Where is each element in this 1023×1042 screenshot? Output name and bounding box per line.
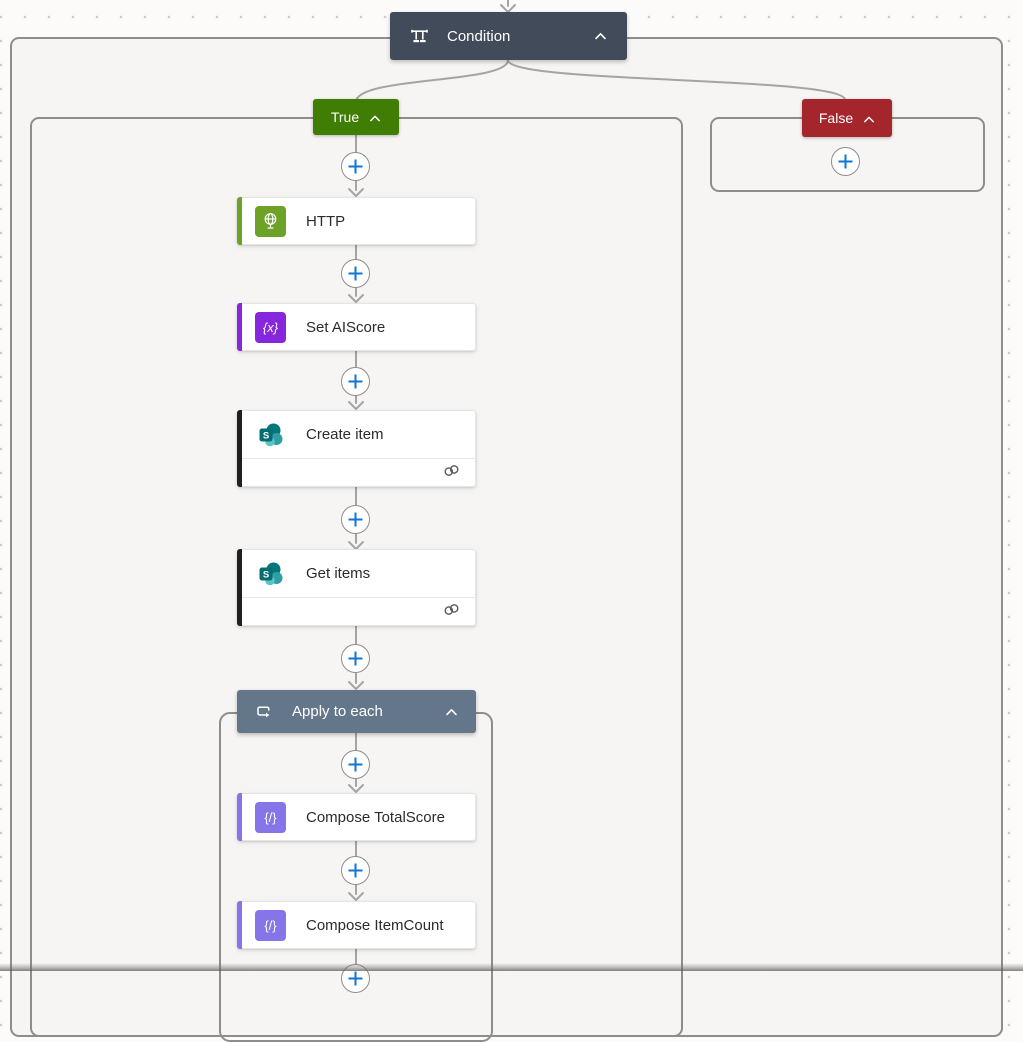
action-label: Compose TotalScore bbox=[306, 809, 445, 826]
variable-icon: {x} bbox=[255, 312, 286, 343]
add-step-button[interactable] bbox=[341, 750, 370, 779]
action-label: Compose ItemCount bbox=[306, 917, 444, 934]
false-branch-badge[interactable]: False bbox=[802, 99, 892, 137]
add-step-button[interactable] bbox=[341, 505, 370, 534]
connection-link-icon bbox=[442, 464, 461, 482]
accent-stripe bbox=[237, 303, 242, 351]
sharepoint-icon: S bbox=[255, 558, 286, 589]
action-label: Create item bbox=[306, 426, 384, 443]
true-branch-badge[interactable]: True bbox=[313, 99, 399, 135]
compose-icon: {/} bbox=[255, 802, 286, 833]
action-card-set-aiscore[interactable]: {x} Set AIScore bbox=[237, 303, 476, 351]
action-card-get-items[interactable]: S Get items bbox=[237, 549, 476, 626]
chevron-up-icon[interactable] bbox=[369, 109, 381, 125]
condition-scope-container bbox=[10, 37, 1003, 1037]
condition-node[interactable]: Condition bbox=[390, 12, 627, 60]
add-step-button[interactable] bbox=[341, 644, 370, 673]
add-step-button-false-branch[interactable] bbox=[831, 147, 860, 176]
add-step-button[interactable] bbox=[341, 259, 370, 288]
svg-text:S: S bbox=[262, 569, 268, 580]
connection-link-icon bbox=[442, 603, 461, 621]
action-card-http[interactable]: HTTP bbox=[237, 197, 476, 245]
action-label: HTTP bbox=[306, 213, 346, 230]
false-label: False bbox=[818, 110, 854, 126]
loop-icon bbox=[255, 704, 272, 719]
svg-text:S: S bbox=[262, 430, 268, 441]
accent-stripe bbox=[237, 197, 242, 245]
accent-stripe bbox=[237, 549, 242, 626]
compose-icon: {/} bbox=[255, 910, 286, 941]
action-card-create-item[interactable]: S Create item bbox=[237, 410, 476, 487]
chevron-up-icon[interactable] bbox=[445, 708, 458, 716]
apply-to-each-node[interactable]: Apply to each bbox=[237, 690, 476, 733]
http-globe-icon bbox=[255, 206, 286, 237]
condition-branch-icon bbox=[410, 29, 429, 44]
add-step-button[interactable] bbox=[341, 964, 370, 993]
sharepoint-icon: S bbox=[255, 419, 286, 450]
action-label: Get items bbox=[306, 565, 371, 582]
accent-stripe bbox=[237, 901, 242, 949]
add-step-button[interactable] bbox=[341, 367, 370, 396]
action-label: Set AIScore bbox=[306, 319, 386, 336]
true-label: True bbox=[330, 109, 360, 125]
apply-to-each-label: Apply to each bbox=[292, 703, 383, 720]
condition-label: Condition bbox=[447, 27, 511, 45]
action-card-compose-totalscore[interactable]: {/} Compose TotalScore bbox=[237, 793, 476, 841]
add-step-button[interactable] bbox=[341, 152, 370, 181]
add-step-button[interactable] bbox=[341, 856, 370, 885]
action-card-compose-itemcount[interactable]: {/} Compose ItemCount bbox=[237, 901, 476, 949]
accent-stripe bbox=[237, 410, 242, 487]
chevron-up-icon[interactable] bbox=[594, 32, 607, 40]
chevron-up-icon[interactable] bbox=[863, 110, 875, 126]
accent-stripe bbox=[237, 793, 242, 841]
